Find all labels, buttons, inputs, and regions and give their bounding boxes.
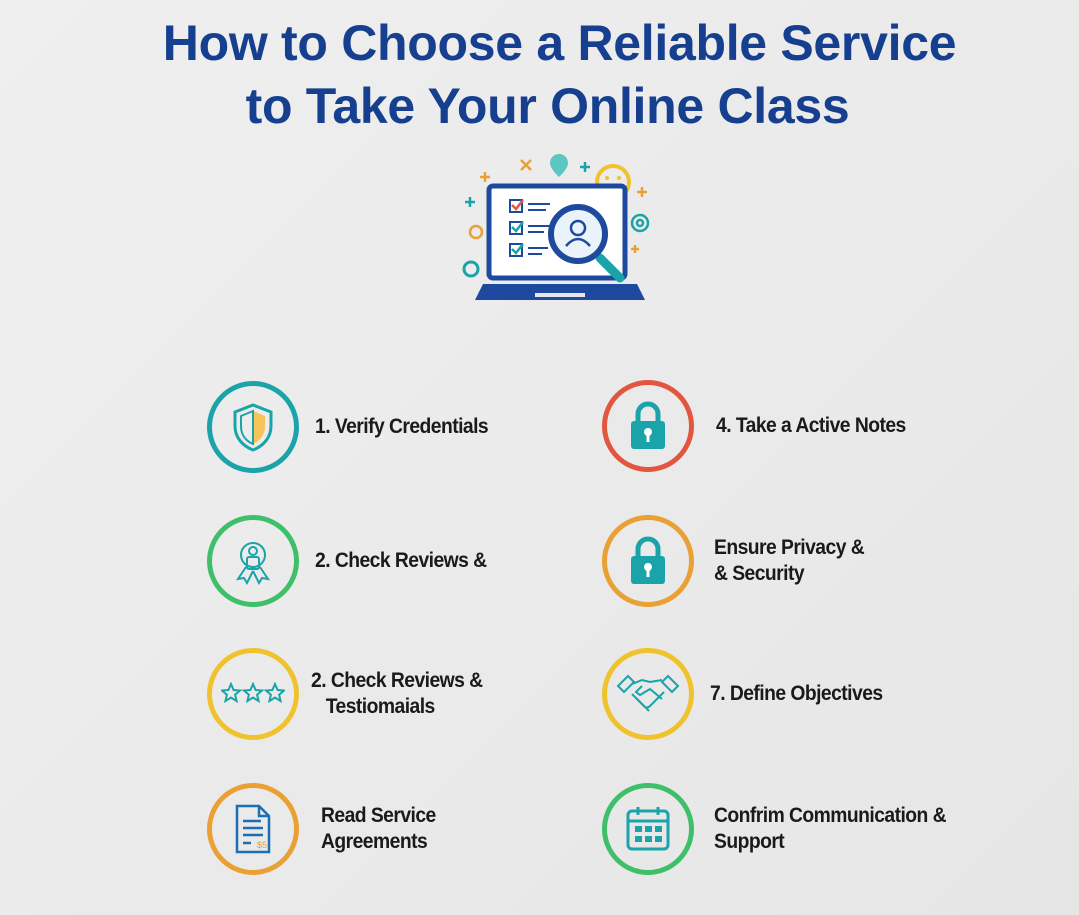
item-check-reviews-testimonials: 2. Check Reviews &Testiomaials <box>207 648 497 740</box>
icon-ring: $5 <box>207 783 299 875</box>
lock-icon <box>631 536 665 584</box>
icon-ring <box>602 515 694 607</box>
stars-icon <box>221 682 285 704</box>
item-label: 2. Check Reviews &Testiomaials <box>311 669 483 718</box>
icon-ring <box>602 380 694 472</box>
handshake-icon <box>616 674 680 712</box>
lock-icon <box>631 401 665 449</box>
item-label: Confrim Communication &Support <box>714 804 947 853</box>
item-check-reviews: 2. Check Reviews & <box>207 515 501 607</box>
item-label: 2. Check Reviews & <box>315 549 487 572</box>
laptop-base <box>475 284 645 300</box>
laptop-search-illustration <box>462 154 650 300</box>
item-label: 1. Verify Credentials <box>315 415 489 438</box>
document-icon: $5 <box>235 804 271 854</box>
location-pin-icon <box>550 154 568 177</box>
item-take-active-notes: 4. Take a Active Notes <box>602 380 922 472</box>
icon-ring <box>207 381 299 473</box>
icon-ring <box>602 648 694 740</box>
item-label: 7. Define Objectives <box>710 682 883 705</box>
icon-ring <box>207 648 299 740</box>
checklist-icon <box>509 199 550 257</box>
icon-ring <box>602 783 694 875</box>
item-verify-credentials: 1. Verify Credentials <box>207 381 503 473</box>
badge-icon <box>235 542 271 585</box>
shield-icon <box>233 403 273 452</box>
title-line-1: How to Choose a Reliable Service <box>162 15 957 71</box>
calendar-icon <box>626 807 670 851</box>
item-label: Ensure Privacy && Security <box>714 536 865 585</box>
item-define-objectives: 7. Define Objectives <box>602 648 898 740</box>
item-confirm-communication-support: Confrim Communication &Support <box>602 783 966 875</box>
item-ensure-privacy-security: Ensure Privacy && Security <box>602 515 877 607</box>
title-line-2: to Take Your Online Class <box>245 78 850 134</box>
item-label: 4. Take a Active Notes <box>716 414 906 437</box>
svg-text:$5: $5 <box>257 840 267 850</box>
magnifier-user-icon <box>548 204 625 283</box>
sparkle-decorations <box>462 159 650 278</box>
icon-ring <box>207 515 299 607</box>
